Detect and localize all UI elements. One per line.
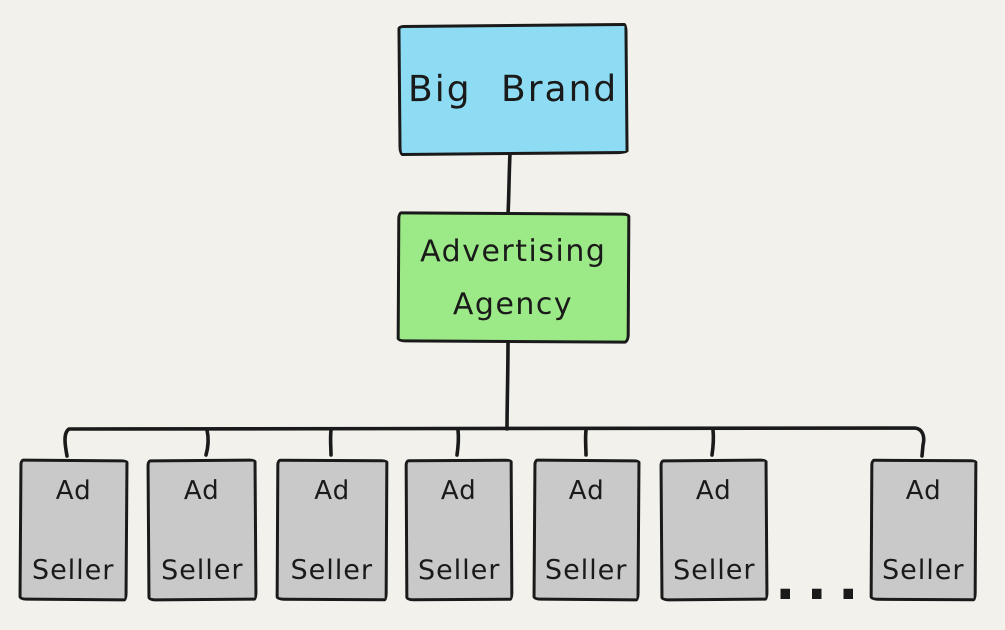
advertising-agency-label-line1: Advertising bbox=[420, 233, 607, 269]
bus-tick-6 bbox=[710, 428, 716, 457]
ad-seller-5-label-top: Ad bbox=[568, 475, 605, 507]
node-big-brand: Big Brand bbox=[397, 22, 629, 157]
node-ad-seller-3: Ad Seller bbox=[275, 458, 389, 602]
ad-seller-2-label-top: Ad bbox=[183, 475, 220, 507]
ad-seller-4-label-bottom: Seller bbox=[417, 554, 501, 587]
ad-seller-6-label-top: Ad bbox=[695, 475, 732, 507]
big-brand-label: Big Brand bbox=[407, 68, 619, 111]
node-ad-seller-1: Ad Seller bbox=[18, 458, 129, 602]
bus-line bbox=[63, 426, 926, 458]
ad-seller-7-label-top: Ad bbox=[905, 475, 942, 507]
advertising-agency-label-line2: Agency bbox=[453, 286, 574, 322]
bus-tick-2 bbox=[204, 428, 210, 457]
node-ad-seller-6: Ad Seller bbox=[659, 458, 769, 602]
edge-brand-to-agency bbox=[506, 151, 512, 217]
ad-seller-1-label-bottom: Seller bbox=[31, 554, 115, 587]
ad-seller-7-label-bottom: Seller bbox=[881, 554, 965, 587]
ad-seller-4-label-top: Ad bbox=[440, 475, 477, 507]
ad-seller-3-label-bottom: Seller bbox=[290, 554, 374, 587]
ad-seller-6-label-bottom: Seller bbox=[672, 554, 756, 587]
ad-seller-2-label-bottom: Seller bbox=[160, 554, 244, 587]
ad-seller-1-label-top: Ad bbox=[55, 475, 92, 507]
node-ad-seller-5: Ad Seller bbox=[532, 458, 641, 602]
ellipsis-more-sellers: ... bbox=[775, 549, 870, 612]
bus-tick-4 bbox=[455, 428, 461, 457]
edge-agency-to-bus bbox=[505, 339, 510, 431]
node-ad-seller-2: Ad Seller bbox=[146, 458, 258, 602]
node-ad-seller-7: Ad Seller bbox=[869, 458, 978, 602]
node-advertising-agency: Advertising Agency bbox=[396, 211, 631, 344]
node-ad-seller-4: Ad Seller bbox=[404, 458, 514, 602]
ad-seller-5-label-bottom: Seller bbox=[544, 554, 628, 587]
ad-seller-3-label-top: Ad bbox=[314, 475, 351, 507]
